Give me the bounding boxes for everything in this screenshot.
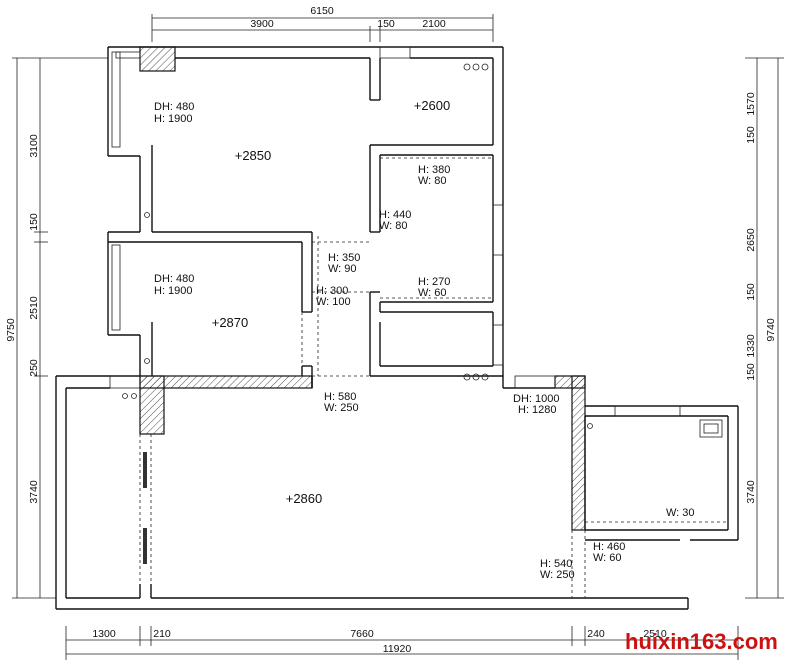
dim-right-seg-5: 1330 (745, 334, 757, 358)
walls (55, 46, 739, 610)
fixtures (122, 63, 723, 438)
anno-h350: H: 350 (328, 252, 360, 264)
anno-h460: H: 460 (593, 541, 625, 553)
dim-left-seg-1: 3100 (28, 134, 40, 158)
anno-h580: H: 580 (324, 391, 356, 403)
dim-bottom-seg-1: 1300 (92, 628, 116, 640)
window-2-height-label: H: 1900 (154, 285, 193, 297)
window-1-sill-label: DH: 480 (154, 101, 194, 113)
window-1-height-label: H: 1900 (154, 113, 193, 125)
anno-w100: W: 100 (316, 296, 351, 308)
bottom-dimension-lines (65, 626, 739, 660)
dim-bottom-seg-2: 210 (153, 628, 171, 640)
dim-top-seg-3: 2100 (422, 18, 446, 30)
anno-h440: H: 440 (379, 209, 411, 221)
dim-bottom-seg-4: 240 (587, 628, 605, 640)
anno-w30: W: 30 (666, 507, 695, 519)
dim-left-seg-2: 150 (28, 213, 40, 231)
dim-bottom-seg-3: 7660 (350, 628, 374, 640)
anno-h380: H: 380 (418, 164, 450, 176)
dim-right-seg-1: 1570 (745, 92, 757, 116)
window-2-sill-label: DH: 480 (154, 273, 194, 285)
anno-w60-b: W: 60 (593, 552, 622, 564)
dim-left-seg-3: 2510 (28, 296, 40, 320)
anno-w90: W: 90 (328, 263, 357, 275)
room-level-living: +2860 (286, 491, 323, 506)
room-level-bedroom-mid: +2870 (212, 315, 249, 330)
structural-columns (139, 46, 586, 531)
dim-top-seg-1: 3900 (250, 18, 274, 30)
dim-top-total: 6150 (310, 5, 334, 17)
dim-top-seg-2: 150 (377, 18, 395, 30)
dim-right-seg-4: 150 (745, 283, 757, 301)
anno-w60-a: W: 60 (418, 287, 447, 299)
room-level-room-top-right: +2600 (414, 98, 451, 113)
watermark-text: huixin163.com (625, 629, 778, 654)
anno-w250-a: W: 250 (324, 402, 359, 414)
room-level-bedroom-top: +2850 (235, 148, 272, 163)
dim-left-seg-4: 250 (28, 359, 40, 377)
anno-dh1000: DH: 1000 (513, 393, 559, 405)
anno-w80-a: W: 80 (418, 175, 447, 187)
door-openings (139, 157, 728, 598)
dim-right-total: 9740 (765, 318, 777, 342)
anno-h540: H: 540 (540, 558, 572, 570)
anno-w250-b: W: 250 (540, 569, 575, 581)
anno-h270: H: 270 (418, 276, 450, 288)
dim-left-seg-5: 3740 (28, 480, 40, 504)
dim-right-seg-2: 150 (745, 126, 757, 144)
anno-h300: H: 300 (316, 285, 348, 297)
dim-right-seg-6: 150 (745, 363, 757, 381)
anno-w80-b: W: 80 (379, 220, 408, 232)
dim-left-total: 9750 (5, 318, 17, 342)
windows (109, 46, 681, 417)
dim-right-seg-7: 3740 (745, 480, 757, 504)
dim-bottom-seg-5: 2510 (643, 628, 667, 640)
dim-bottom-total: 11920 (383, 643, 412, 655)
anno-h1280: H: 1280 (518, 404, 557, 416)
right-dimension-lines (745, 57, 784, 599)
left-dimension-lines (12, 57, 108, 599)
top-dimension-lines (151, 14, 494, 42)
dim-right-seg-3: 2650 (745, 228, 757, 252)
